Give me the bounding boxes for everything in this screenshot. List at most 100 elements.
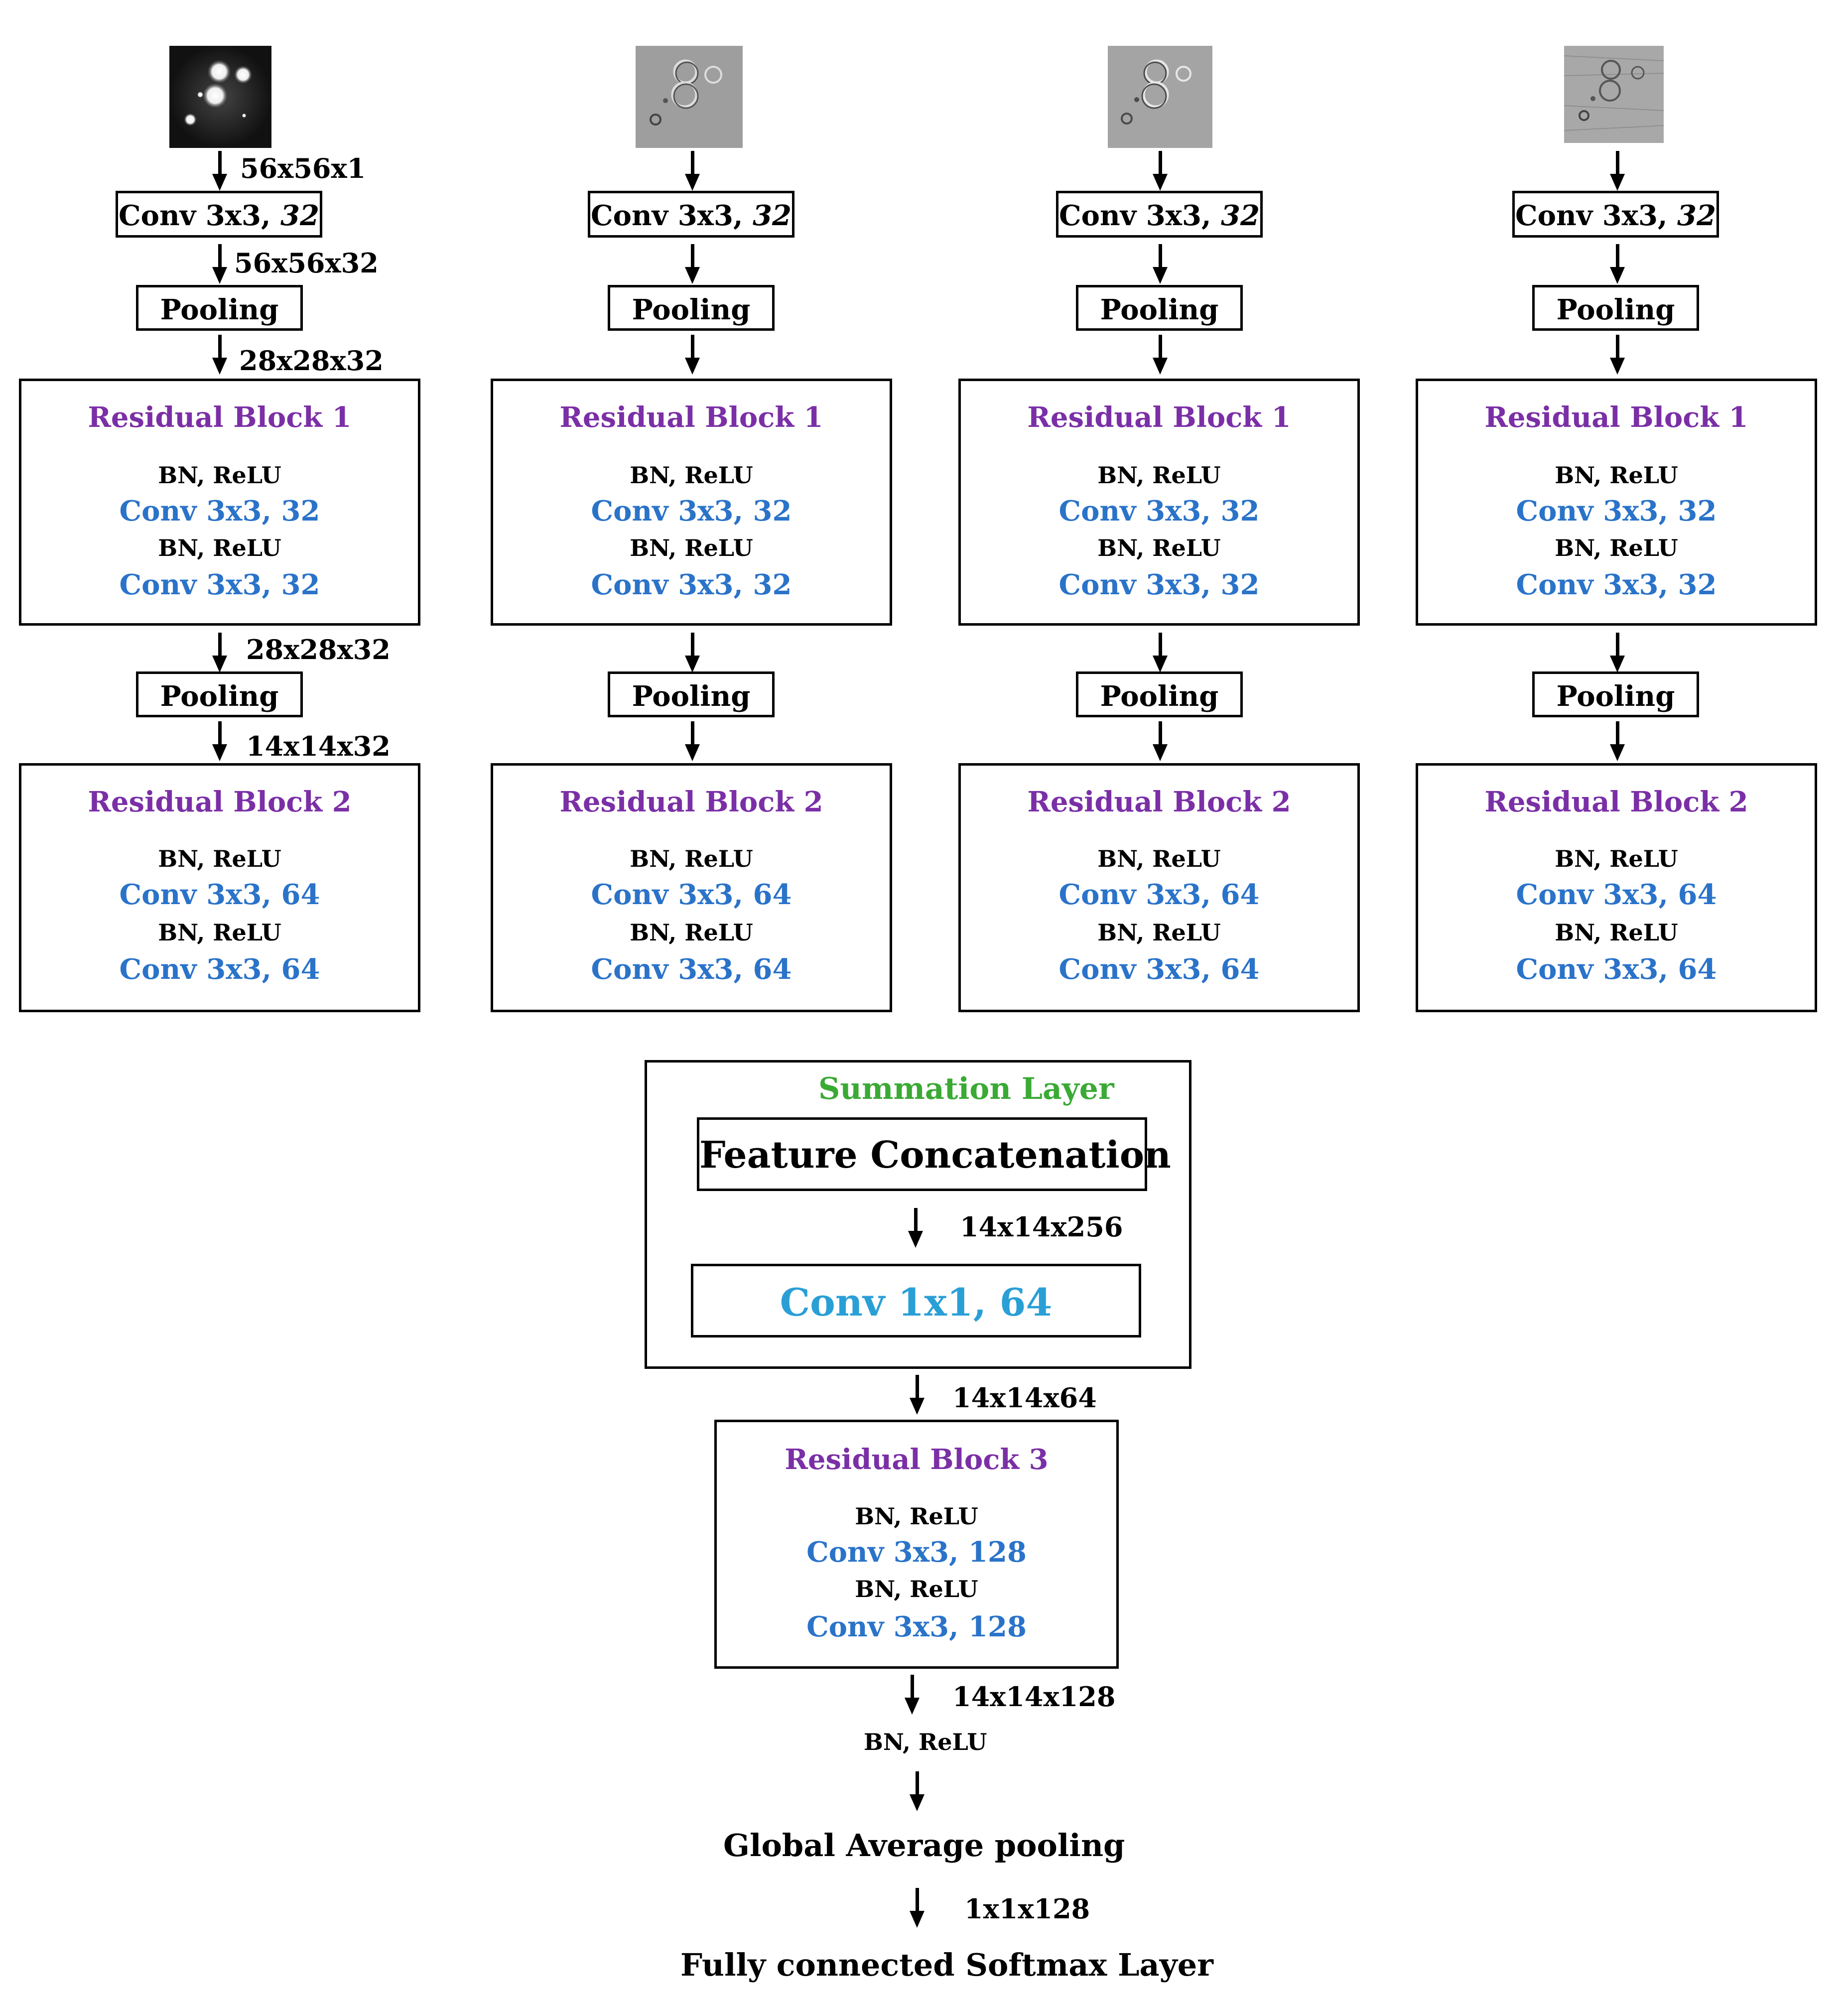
pooling-box: Pooling: [608, 285, 775, 331]
bn-relu-label: BN, ReLU: [630, 919, 753, 946]
bn-relu-label: BN, ReLU: [855, 1576, 978, 1602]
conv-3x3-box: Conv 3x3, 32: [116, 191, 322, 238]
arrow-down-icon: [908, 1771, 926, 1811]
conv-label: Conv 3x3, 32: [1516, 495, 1717, 528]
conv-label: Conv 3x3,: [119, 199, 281, 232]
residual-block-1: Residual Block 1 BN, ReLU Conv 3x3, 32 B…: [491, 379, 892, 626]
conv-label: Conv 3x3, 128: [806, 1536, 1027, 1569]
bn-relu-label: BN, ReLU: [158, 919, 281, 946]
dim-label: 14x14x128: [952, 1681, 1116, 1713]
block-title: Residual Block 1: [1027, 401, 1291, 434]
block-title: Residual Block 2: [1484, 786, 1748, 818]
pooling-label: Pooling: [160, 680, 279, 713]
block-title: Residual Block 1: [559, 401, 823, 434]
conv-channels: 32: [1221, 199, 1260, 232]
arrow-down-icon: [1608, 335, 1627, 375]
arrow-down-icon: [210, 244, 229, 284]
dim-label: 28x28x32: [239, 345, 384, 377]
residual-block-1: Residual Block 1 BN, ReLU Conv 3x3, 32 B…: [958, 379, 1360, 626]
residual-block-1: Residual Block 1 BN, ReLU Conv 3x3, 32 B…: [1416, 379, 1817, 626]
arrow-down-icon: [683, 721, 702, 761]
conv-label: Conv 3x3, 32: [1516, 568, 1717, 601]
pooling-box: Pooling: [136, 671, 303, 717]
dim-label: 56x56x1: [240, 152, 366, 184]
conv-3x3-box: Conv 3x3, 32: [1056, 191, 1263, 238]
conv-label: Conv 3x3, 32: [1058, 495, 1260, 528]
pooling-label: Pooling: [1100, 680, 1219, 713]
conv-channels: 32: [280, 199, 319, 232]
arrow-down-icon: [210, 335, 229, 375]
conv-label: Conv 3x3, 64: [1516, 878, 1717, 911]
pooling-label: Pooling: [1556, 680, 1675, 713]
pooling-label: Pooling: [1100, 293, 1219, 326]
bn-relu-label: BN, ReLU: [630, 534, 753, 561]
arrow-down-icon: [683, 151, 702, 191]
summation-layer-box: Summation Layer Feature Concatenation 14…: [645, 1060, 1191, 1369]
block-title: Residual Block 2: [88, 786, 352, 818]
conv-1x1-label: Conv 1x1, 64: [780, 1280, 1053, 1325]
conv-label: Conv 3x3, 64: [1058, 953, 1260, 986]
arrow-down-icon: [1151, 151, 1170, 191]
conv-label: Conv 3x3, 128: [806, 1610, 1027, 1643]
pooling-box: Pooling: [1076, 285, 1243, 331]
arrow-down-icon: [1151, 633, 1170, 672]
fully-connected-softmax-label: Fully connected Softmax Layer: [680, 1947, 1213, 1983]
arrow-down-icon: [683, 633, 702, 672]
input-filtered-image-1: [636, 46, 743, 148]
conv-label: Conv 3x3,: [591, 199, 753, 232]
residual-block-1: Residual Block 1 BN, ReLU Conv 3x3, 32 B…: [19, 379, 420, 626]
block-title: Residual Block 1: [88, 401, 352, 434]
residual-block-2: Residual Block 2 BN, ReLU Conv 3x3, 64 B…: [19, 763, 420, 1012]
dim-label: 1x1x128: [964, 1893, 1090, 1925]
bn-relu-label: BN, ReLU: [630, 462, 753, 489]
conv-3x3-box: Conv 3x3, 32: [1512, 191, 1719, 238]
bn-relu-label: BN, ReLU: [158, 534, 281, 561]
conv-label: Conv 3x3,: [1515, 199, 1678, 232]
dim-label: 14x14x64: [952, 1382, 1097, 1414]
conv-label: Conv 3x3, 64: [591, 953, 792, 986]
arrow-down-icon: [210, 151, 229, 191]
bn-relu-label: BN, ReLU: [1097, 845, 1221, 872]
pooling-box: Pooling: [1076, 671, 1243, 717]
bn-relu-label: BN, ReLU: [630, 845, 753, 872]
pooling-label: Pooling: [632, 680, 751, 713]
conv-label: Conv 3x3, 32: [591, 495, 792, 528]
arrow-down-icon: [1608, 721, 1627, 761]
residual-block-2: Residual Block 2 BN, ReLU Conv 3x3, 64 B…: [958, 763, 1360, 1012]
conv-label: Conv 3x3, 32: [591, 568, 792, 601]
pooling-box: Pooling: [136, 285, 303, 331]
bn-relu-label: BN, ReLU: [855, 1503, 978, 1530]
arrow-down-icon: [1151, 721, 1170, 761]
bn-relu-label: BN, ReLU: [1555, 919, 1678, 946]
input-fluorescence-image: [169, 46, 271, 148]
input-filtered-image-3: [1564, 46, 1664, 143]
feature-concatenation-box: Feature Concatenation: [697, 1117, 1171, 1191]
arrow-down-icon: [683, 335, 702, 375]
arrow-down-icon: [908, 1888, 926, 1928]
conv-1x1-box: Conv 1x1, 64: [691, 1264, 1141, 1337]
pooling-box: Pooling: [608, 671, 775, 717]
conv-label: Conv 3x3, 64: [1058, 878, 1260, 911]
arrow-down-icon: [906, 1208, 925, 1248]
bn-relu-label: BN, ReLU: [158, 462, 281, 489]
pooling-label: Pooling: [160, 293, 279, 326]
conv-label: Conv 3x3, 64: [1516, 953, 1717, 986]
arrow-down-icon: [1151, 244, 1170, 284]
conv-label: Conv 3x3, 64: [119, 953, 320, 986]
conv-label: Conv 3x3, 32: [119, 568, 320, 601]
bn-relu-label: BN, ReLU: [1555, 534, 1678, 561]
bn-relu-label: BN, ReLU: [1097, 462, 1221, 489]
conv-label: Conv 3x3, 64: [119, 878, 320, 911]
arrow-down-icon: [1608, 151, 1627, 191]
bn-relu-label: BN, ReLU: [158, 845, 281, 872]
conv-channels: 32: [1677, 199, 1716, 232]
block-title: Residual Block 2: [1027, 786, 1291, 818]
pooling-box: Pooling: [1532, 671, 1699, 717]
residual-block-3: Residual Block 3 BN, ReLU Conv 3x3, 128 …: [714, 1420, 1119, 1669]
bn-relu-label: BN, ReLU: [1097, 534, 1221, 561]
arrow-down-icon: [1608, 244, 1627, 284]
conv-label: Conv 3x3,: [1059, 199, 1221, 232]
conv-3x3-box: Conv 3x3, 32: [588, 191, 794, 238]
bn-relu-label: BN, ReLU: [1555, 845, 1678, 872]
dim-label: 28x28x32: [246, 634, 391, 666]
